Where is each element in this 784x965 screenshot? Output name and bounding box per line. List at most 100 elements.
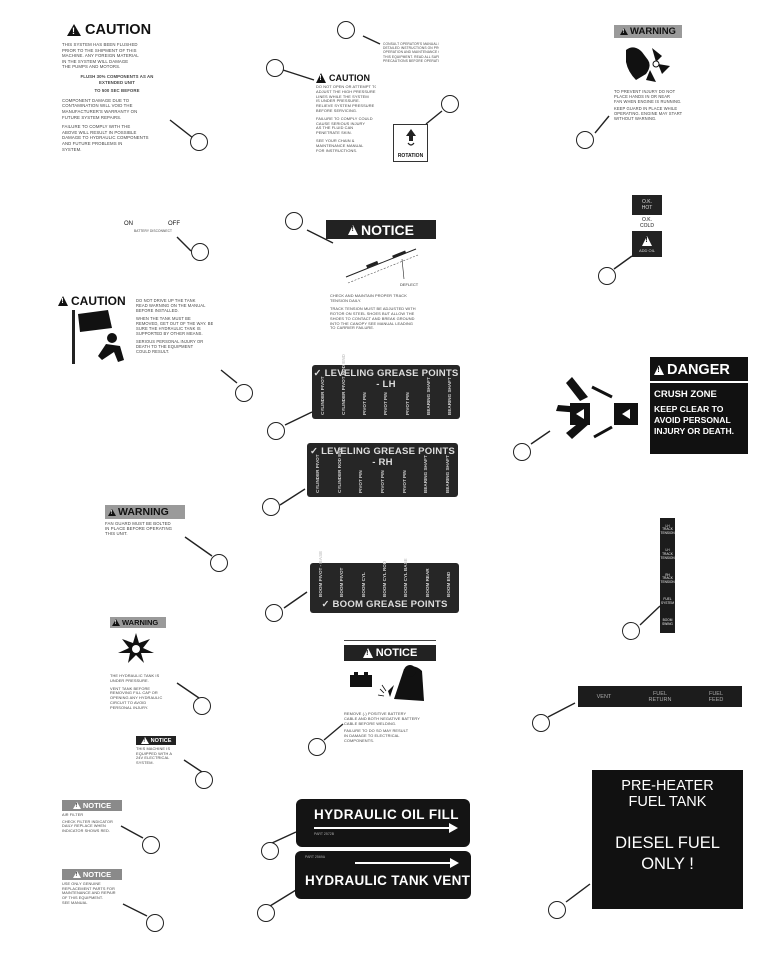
decal-text-line: FLUSH 30% COMPONENTS AS AN: [80, 73, 154, 79]
callout-circle: [267, 422, 285, 440]
decal-text-line: CONTAMINATION WILL VOID THE: [62, 103, 133, 109]
fuel-return-label: FUEL RETURN: [648, 690, 672, 703]
callout-circle: [191, 243, 209, 261]
grease-point-label: BEARING SHAFT: [425, 377, 431, 415]
decal-text-line: INTO THE CANOPY SEE MANUAL LEADING: [330, 321, 414, 326]
decal-text-line: OPERATING. ENGINE MAY START: [614, 111, 682, 116]
decal-header: WARNING: [630, 26, 676, 37]
decal-text-line: PERSONAL INJURY.: [110, 705, 149, 710]
grease-point-label: CYLINDER PIVOT ROD END: [341, 354, 347, 415]
decal-title: BOOM GREASE POINTS: [332, 599, 448, 610]
add-oil-label: ADD OIL: [638, 247, 655, 253]
warning-triangle-icon: [642, 235, 652, 246]
decal-text-line: SURE THE HYDRAULIC TANK IS: [136, 326, 201, 331]
decal-text-line: CABLE AND BOTH NEGATIVE BATTERY: [344, 716, 420, 721]
decal-header: NOTICE: [375, 647, 418, 659]
decal-header: CAUTION: [71, 294, 126, 308]
callout-circle: [257, 904, 275, 922]
decal-text-line: SYSTEM.: [136, 760, 154, 765]
grease-point-label: CYLINDER PIVOT: [320, 376, 325, 415]
warning-triangle-icon: [67, 24, 81, 36]
decal-text-line: AS THE FLUID CAN: [316, 126, 354, 131]
decal-header: CAUTION: [329, 73, 370, 83]
grease-point-label: BOOM END: [445, 571, 451, 597]
grease-point-label: BEARING SHAFT: [444, 455, 450, 493]
callout-circle: [265, 604, 283, 622]
right-arrow-icon: [314, 823, 458, 833]
callout-circle: [622, 622, 640, 640]
grease-point-label: BOOM PIVOT: [339, 567, 345, 597]
decal-text-line: SERIOUS PERSONAL INJURY OR: [136, 339, 204, 344]
decal-text-line: ADJUST THE HIGH PRESSURE: [316, 89, 376, 94]
callout-circle: [548, 901, 566, 919]
decal-text-line: ROTOR ON STEEL SHOES BUT ALLOW THE: [330, 311, 415, 316]
decal-text-line: OF THIS EQUIPMENT.: [62, 896, 103, 901]
decal-text-line: THIS SYSTEM HAS BEEN FLUSHED: [62, 42, 138, 47]
decal-text-line: WHEN THE TANK MUST BE: [136, 316, 191, 321]
warning-triangle-icon: [112, 619, 120, 626]
falling-tank-hazard-icon: [72, 310, 124, 364]
decal-text-line: KEEP GUARD IN PLACE WHILE: [614, 106, 678, 111]
decal-text-line: FAILURE TO COMPLY COULD: [316, 116, 373, 121]
callout-circle: [235, 384, 253, 402]
crush-hazard-icon: [556, 377, 638, 439]
decal-text-line: CAUSE SERIOUS INJURY: [316, 121, 366, 126]
decal-text-line: DETAILED INSTRUCTIONS ON PROPER: [383, 46, 439, 51]
strip-label: LH TRACK TENSION: [660, 548, 675, 560]
explosion-hazard-icon: [118, 633, 154, 663]
hand-fan-hazard-icon: [626, 47, 670, 82]
decal-text-line: IN THE SYSTEM WILL DAMAGE: [62, 58, 129, 64]
vent-label: VENT: [596, 693, 612, 700]
decal-header: WARNING: [122, 618, 159, 627]
decal-text-line: MANUFACTURER'S WARRANTY ON: [62, 108, 138, 114]
decal-header: WARNING: [118, 506, 169, 518]
decal-text-line: FOR INSTRUCTIONS.: [316, 148, 358, 153]
decal-text-line: IN DAMAGE TO ELECTRICAL: [344, 734, 400, 739]
decal-text-line: TO CARRIER FAILURE.: [330, 326, 375, 331]
grease-point-label: PIVOT PIN: [401, 470, 407, 493]
decal-text-line: IS UNDER PRESSURE.: [316, 99, 360, 104]
grease-point-label: BEARING SHAFT: [446, 377, 452, 415]
decal-text-line: AVOID PERSONAL: [654, 415, 731, 425]
callout-circle: [532, 714, 550, 732]
pre-heater-fuel-tank-decal: PRE-HEATER FUEL TANK DIESEL FUEL ONLY !: [592, 770, 743, 909]
notice-electrical-decal: NOTICE THIS MACHINE IS EQUIPPED WITH A 2…: [136, 736, 176, 772]
decal-title: LEVELING GREASE POINTS - LH: [324, 368, 459, 390]
callout-circle: [146, 914, 164, 932]
fuel-feed-label: FUEL FEED: [708, 690, 724, 703]
grease-point-label: PIVOT PIN: [383, 392, 389, 415]
decal-text-line: SUPPORTED BY OTHER MEANS.: [136, 331, 203, 336]
decal-text-line: COMPONENT DAMAGE DUE TO: [62, 97, 130, 103]
warning-triangle-icon: [58, 296, 68, 306]
decal-text-line: PRECAUTIONS BEFORE OPERATING.: [383, 58, 439, 63]
callout-circle: [598, 267, 616, 285]
danger-crush-zone-decal: DANGER CRUSH ZONE KEEP CLEAR TO AVOID PE…: [552, 357, 748, 454]
decal-text-line: MACHINE. ANY FOREIGN MATERIAL: [62, 53, 139, 59]
fuel-tank-label: FUEL TANK: [628, 794, 707, 810]
decal-text-line: LINES WHILE THE SYSTEM: [316, 94, 369, 99]
decal-text-line: RELIEVE SYSTEM PRESSURE: [316, 104, 375, 109]
callout-circle: [195, 771, 213, 789]
callout-circle: [441, 95, 459, 113]
decal-header: NOTICE: [82, 870, 112, 879]
grease-point-label: CYLINDER ROD END: [336, 447, 342, 493]
decal-text-line: INJURY OR DEATH.: [654, 426, 735, 436]
grease-point-label: CYLINDER PIVOT: [315, 454, 320, 493]
ok-cold-label: O.K. COLD: [640, 217, 654, 229]
grease-point-label: PIVOT PIN: [379, 470, 385, 493]
notice-small-a-decal: NOTICE AIR FILTER CHECK FILTER INDICATOR…: [62, 800, 122, 834]
decal-text-line: PRIOR TO THE SHIPMENT OF THIS: [62, 47, 137, 53]
grease-point-label: BOOM PIVOT - BASE: [318, 550, 323, 597]
decal-header: DANGER: [667, 362, 730, 378]
strip-label: RH TRACK TENSION: [660, 572, 675, 585]
fuel-lines-strip-decal: VENT FUEL RETURN FUEL FEED: [578, 686, 742, 707]
decal-title: LEVELING GREASE POINTS - RH: [321, 446, 456, 468]
decal-text-line: THIS UNIT.: [105, 531, 128, 537]
decal-text-line: THIS MACHINE IS: [136, 747, 171, 751]
notice-welding-decal: NOTICE REMOVE (-) POSITIVE BATTERY CABLE…: [344, 640, 436, 744]
callout-circle: [337, 21, 355, 39]
small-text-tag-decal: CONSULT OPERATOR'S MANUAL FOR DETAILED I…: [383, 42, 439, 63]
on-off-decal: ON OFF BATTERY DISCONNECT: [124, 221, 180, 233]
decal-text-line: EQUIPPED WITH A: [136, 751, 173, 756]
grease-point-label: BOOM REAR: [424, 568, 430, 597]
